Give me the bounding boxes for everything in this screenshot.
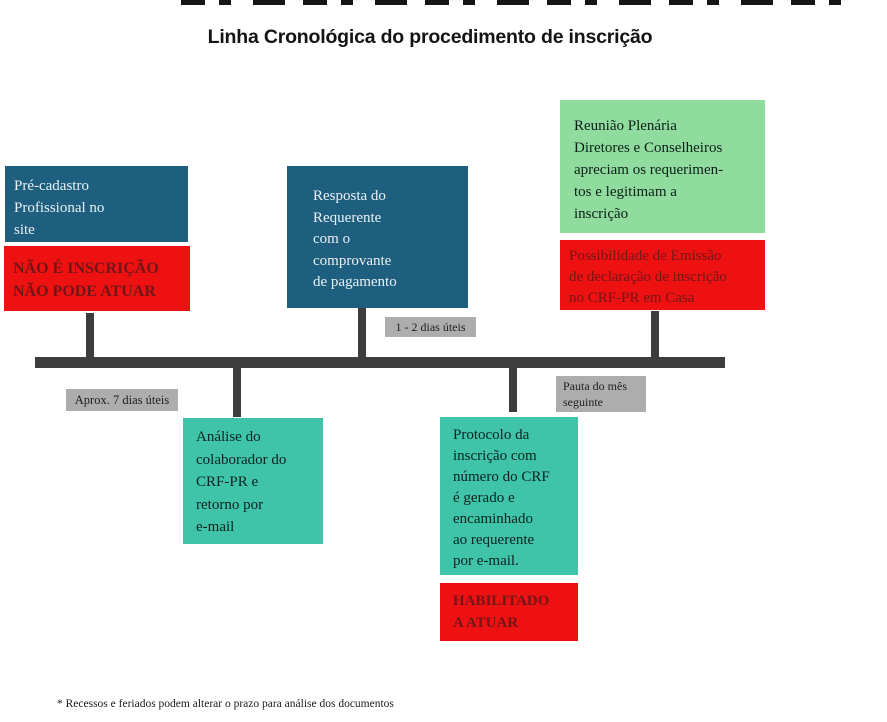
page-title: Linha Cronológica do procedimento de ins… bbox=[207, 26, 653, 48]
label-aprox-7-dias-uteis: Aprox. 7 dias úteis bbox=[66, 389, 178, 411]
box-pre-cadastro: Pré-cadastro Profissional no site bbox=[5, 166, 188, 242]
label-1-2-dias-uteis: 1 - 2 dias úteis bbox=[385, 317, 476, 337]
cropped-top-artifact bbox=[181, 0, 861, 5]
box-nao-e-inscricao: NÃO É INSCRIÇÃO NÃO PODE ATUAR bbox=[4, 246, 190, 311]
box-reuniao-plenaria: Reunião Plenária Diretores e Conselheiro… bbox=[560, 100, 765, 233]
label-pauta-do-mes-seguinte: Pauta do mês seguinte bbox=[556, 376, 646, 412]
box-habilitado-atuar: HABILITADO A ATUAR bbox=[440, 583, 578, 641]
box-possibilidade-emissao: Possibilidade de Emissão de declaração d… bbox=[560, 240, 765, 310]
timeline-tick-pre-cadastro bbox=[86, 313, 94, 357]
footnote: * Recessos e feriados podem alterar o pr… bbox=[57, 698, 394, 710]
timeline-tick-resposta bbox=[358, 308, 366, 357]
timeline-bar bbox=[35, 357, 725, 368]
box-protocolo-inscricao: Protocolo da inscrição com número do CRF… bbox=[440, 417, 578, 575]
box-analise-colaborador: Análise do colaborador do CRF-PR e retor… bbox=[183, 418, 323, 544]
timeline-tick-reuniao bbox=[651, 311, 659, 357]
timeline-tick-protocolo bbox=[509, 368, 517, 412]
timeline-tick-analise bbox=[233, 368, 241, 417]
box-resposta-requerente: Resposta do Requerente com o comprovante… bbox=[287, 166, 468, 308]
